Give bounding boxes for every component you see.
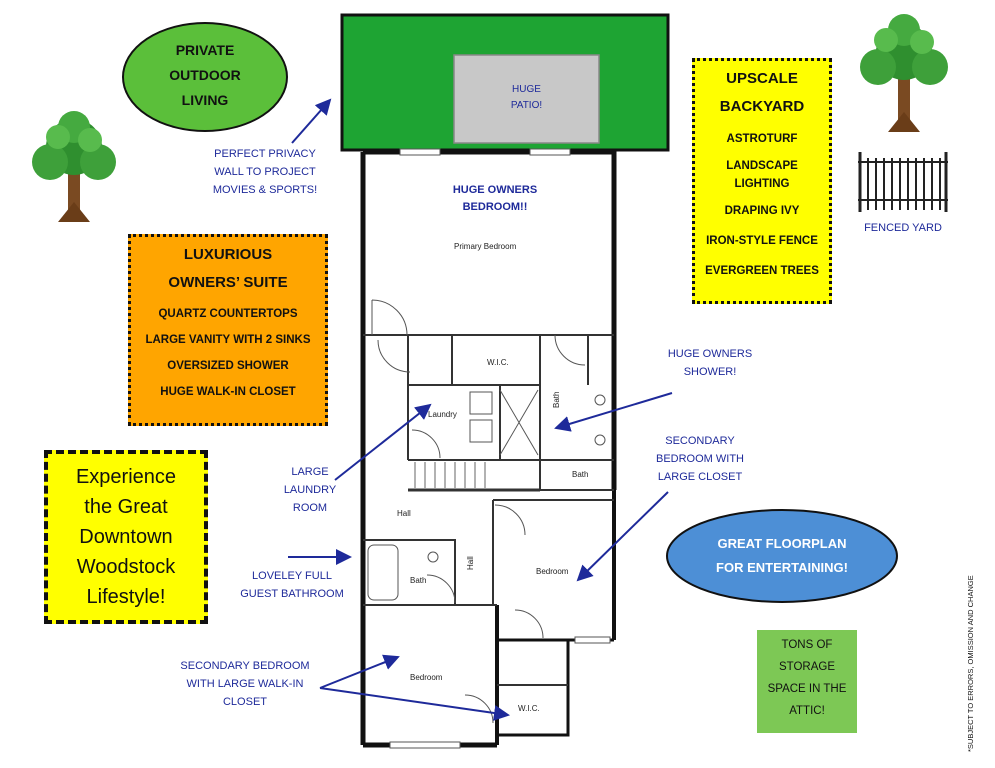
room-bath-guest: Bath <box>410 576 427 585</box>
suite-item: QUARTZ COUNTERTOPS <box>158 308 298 320</box>
arrow-shower <box>554 392 673 432</box>
privacy-wall-note: PERFECT PRIVACY WALL TO PROJECT MOVIES &… <box>212 148 318 196</box>
room-wic-top: W.I.C. <box>487 358 509 367</box>
room-bedroom-right: Bedroom <box>536 567 569 576</box>
storage-line: STORAGE <box>778 661 836 673</box>
room-primary-bedroom: Primary Bedroom <box>454 242 517 251</box>
fenced-yard-label: FENCED YARD <box>864 222 942 234</box>
backyard-title-1: UPSCALE <box>726 70 798 87</box>
lifestyle-line: the Great <box>84 496 168 518</box>
owners-suite-box: LUXURIOUS OWNERS’ SUITE QUARTZ COUNTERTO… <box>128 234 328 426</box>
floor-plan-interior <box>363 299 614 749</box>
room-hall-1: Hall <box>397 509 411 518</box>
owners-shower-note: HUGE OWNERS SHOWER! <box>667 348 753 378</box>
storage-line: SPACE IN THE <box>767 683 847 695</box>
laundry-note: LARGE LAUNDRY ROOM <box>283 466 337 514</box>
lifestyle-box: Experience the Great Downtown Woodstock … <box>44 450 208 624</box>
guest-bath-note: LOVELEY FULL GUEST BATHROOM <box>240 570 344 600</box>
room-laundry: Laundry <box>428 410 457 419</box>
lifestyle-line: Experience <box>75 466 177 488</box>
arrow-bottom-bedroom <box>319 654 400 689</box>
backyard-item: LANDSCAPE <box>726 160 798 172</box>
annotation-arrows <box>288 98 673 721</box>
room-bath-small: Bath <box>572 470 589 479</box>
arrow-privacy-wall <box>291 98 332 144</box>
patio-area <box>453 54 600 144</box>
room-wic-bottom: W.I.C. <box>518 704 540 713</box>
backyard-item: IRON-STYLE FENCE <box>706 235 818 247</box>
disclaimer: *SUBJECT TO ERRORS, OMISSION AND CHANGE <box>966 575 975 752</box>
backyard-item: EVERGREEN TREES <box>705 265 819 277</box>
suite-title-1: LUXURIOUS <box>183 246 273 263</box>
backyard-title-2: BACKYARD <box>719 98 805 115</box>
floor-plan-walls <box>360 148 617 748</box>
outdoor-living-label: PRIVATE OUTDOOR LIVING <box>169 42 241 108</box>
tree-icon <box>32 111 116 222</box>
patio-label: HUGE PATIO! <box>510 84 543 111</box>
lifestyle-line: Downtown <box>79 526 173 548</box>
backyard-item: DRAPING IVY <box>724 205 800 217</box>
room-bath-master: Bath <box>552 391 561 408</box>
entertaining-label: GREAT FLOORPLAN FOR ENTERTAINING! <box>716 536 848 575</box>
backyard-item: LIGHTING <box>734 178 790 190</box>
room-bedroom-bottom: Bedroom <box>410 673 443 682</box>
suite-item: LARGE VANITY WITH 2 SINKS <box>145 334 311 346</box>
entertaining-ellipse <box>666 509 898 603</box>
suite-item: HUGE WALK-IN CLOSET <box>160 386 296 398</box>
backyard-item: ASTROTURF <box>726 133 798 145</box>
storage-line: ATTIC! <box>789 705 825 717</box>
suite-item: OVERSIZED SHOWER <box>167 360 289 372</box>
tree-icon <box>860 14 948 132</box>
upscale-backyard-box: UPSCALE BACKYARD ASTROTURF LANDSCAPE LIG… <box>692 58 832 304</box>
arrow-laundry <box>334 403 432 481</box>
fence-icon <box>858 152 948 212</box>
lifestyle-line: Woodstock <box>76 556 176 578</box>
room-hall-2: Hall <box>466 556 475 570</box>
lifestyle-line: Lifestyle! <box>86 586 166 608</box>
arrow-bottom-wic <box>319 687 510 721</box>
suite-title-2: OWNERS’ SUITE <box>168 274 288 291</box>
secondary-bedroom-right-note: SECONDARY BEDROOM WITH LARGE CLOSET <box>656 435 744 483</box>
storage-line: TONS OF <box>781 639 833 651</box>
arrow-secondary-right <box>576 491 669 582</box>
secondary-bedroom-bottom-note: SECONDARY BEDROOM WITH LARGE WALK-IN CLO… <box>180 660 310 708</box>
owners-bedroom-note: HUGE OWNERS BEDROOM!! <box>452 184 538 213</box>
attic-storage-box: TONS OF STORAGE SPACE IN THE ATTIC! <box>757 630 857 733</box>
outdoor-living-ellipse <box>122 22 288 132</box>
